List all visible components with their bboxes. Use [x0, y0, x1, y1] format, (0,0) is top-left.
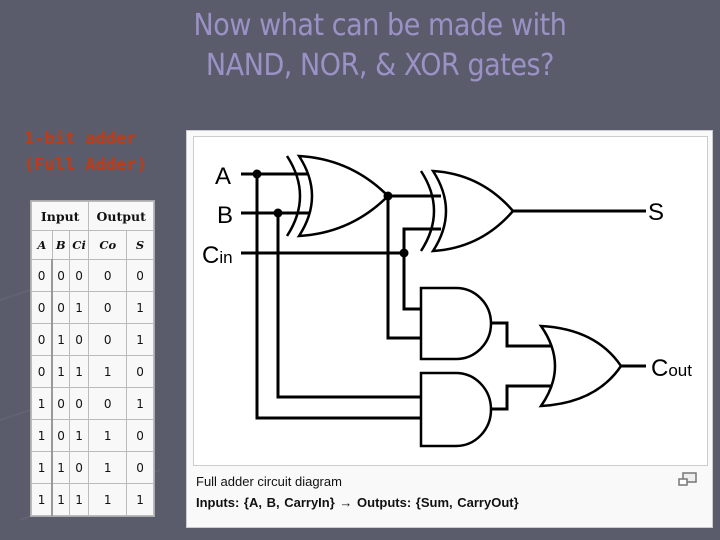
xor1-gate — [285, 155, 302, 237]
slide-title: Now what can be made with NAND, NOR, & X… — [38, 6, 720, 86]
cell: 0 — [31, 291, 54, 324]
cell: 0 — [126, 355, 154, 388]
cell: 1 — [68, 419, 90, 452]
cell: 1 — [68, 483, 90, 516]
label-cout: Cout — [651, 355, 692, 382]
cell: 0 — [68, 259, 90, 292]
cell: 0 — [51, 291, 70, 324]
diagram-panel: A B Cin S Cout Full adder circuit diagra… — [186, 130, 713, 528]
cell: 0 — [88, 323, 128, 356]
slide-subtitle: 1-bit adder (Full Adder) — [24, 126, 147, 178]
label-cin: Cin — [202, 242, 233, 269]
label-b: B — [217, 202, 233, 229]
title-line-2: NAND, NOR, & XOR gates? — [205, 48, 555, 83]
cell: 0 — [126, 259, 154, 292]
col-co: Co — [88, 230, 128, 260]
full-adder-circuit-diagram[interactable]: A B Cin S Cout — [193, 136, 708, 466]
subtitle-line-2: (Full Adder) — [24, 155, 147, 175]
cell: 1 — [88, 355, 128, 388]
cell: 0 — [126, 419, 154, 452]
cell: 1 — [51, 355, 70, 388]
and2-gate — [419, 371, 493, 448]
cell: 1 — [126, 483, 154, 516]
cell: 0 — [126, 451, 154, 484]
cell: 0 — [51, 419, 70, 452]
xor2-gate — [419, 170, 436, 252]
cell: 0 — [31, 259, 54, 292]
magnify-clip-icon[interactable] — [677, 471, 699, 487]
cell: 1 — [126, 291, 154, 324]
label-a: A — [215, 163, 231, 190]
cell: 0 — [31, 355, 54, 388]
cell: 1 — [126, 387, 154, 420]
title-line-1: Now what can be made with — [193, 8, 567, 43]
cell: 1 — [31, 387, 54, 420]
wire-xor1-to-and1 — [386, 196, 421, 340]
cell: 1 — [68, 355, 90, 388]
cell: 0 — [68, 387, 90, 420]
cell: 0 — [68, 323, 90, 356]
cell: 1 — [51, 483, 70, 516]
cell: 1 — [31, 419, 54, 452]
col-s: S — [126, 230, 154, 260]
subtitle-line-1: 1-bit adder — [24, 129, 137, 149]
caption-title: Full adder circuit diagram — [196, 474, 342, 489]
header-input: Input — [30, 201, 90, 231]
and1-gate — [419, 286, 493, 361]
caption-io: Inputs: {A, B, CarryIn} → Outputs: {Sum,… — [196, 495, 519, 510]
cell: 0 — [68, 451, 90, 484]
col-b: B — [51, 230, 70, 260]
cell: 0 — [88, 387, 128, 420]
header-output: Output — [88, 201, 154, 231]
wire-a-to-and2 — [255, 174, 421, 420]
cell: 0 — [51, 259, 70, 292]
cell: 1 — [51, 451, 70, 484]
cell: 1 — [88, 419, 128, 452]
cell: 0 — [88, 291, 128, 324]
circuit-svg: A B Cin S Cout — [202, 154, 692, 448]
cell: 1 — [68, 291, 90, 324]
cell: 1 — [88, 451, 128, 484]
col-ci: Ci — [68, 230, 90, 260]
cell: 1 — [51, 323, 70, 356]
or-gate — [538, 324, 623, 408]
cell: 1 — [31, 451, 54, 484]
cell: 0 — [88, 259, 128, 292]
cell: 0 — [31, 323, 54, 356]
cell: 1 — [31, 483, 54, 516]
cell: 0 — [51, 387, 70, 420]
col-a: A — [31, 230, 53, 260]
cell: 1 — [88, 483, 128, 516]
cell: 1 — [126, 323, 154, 356]
wire-b-to-and2 — [276, 213, 421, 399]
label-s: S — [648, 199, 664, 226]
